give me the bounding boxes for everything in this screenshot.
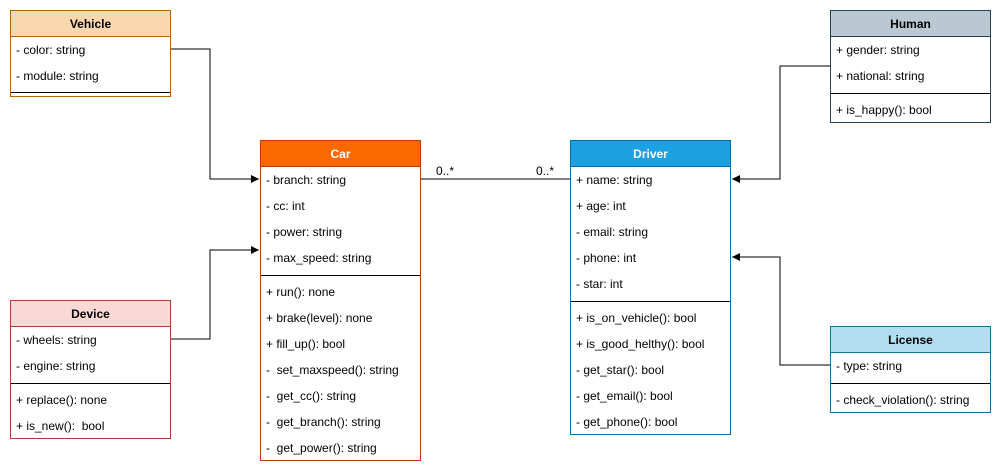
attribute-row: + age: int (576, 199, 626, 213)
vehicle-to-car-connector (171, 48, 259, 183)
human-to-driver-connector (732, 65, 830, 183)
attribute-row: - power: string (266, 225, 343, 239)
attribute-row: - type: string (836, 359, 903, 373)
method-row: - check_violation(): string (836, 393, 970, 407)
class-name: Human (890, 17, 931, 31)
method-row: + is_happy(): bool (836, 103, 932, 117)
method-row: - get_cc(): string (266, 389, 357, 403)
class-driver[interactable]: Driver + name: string + age: int - email… (570, 140, 731, 435)
method-row: - get_email(): bool (576, 389, 673, 403)
method-row: - get_star(): bool (576, 363, 665, 377)
compartment-divider (831, 89, 990, 97)
multiplicity-driver-side: 0..* (536, 164, 555, 178)
attribute-row: - phone: int (576, 251, 637, 265)
attribute-row: + gender: string (836, 43, 920, 57)
device-to-car-connector (171, 246, 259, 340)
attribute-row: - email: string (576, 225, 649, 239)
compartment-divider (11, 379, 170, 387)
method-row: - get_phone(): bool (576, 415, 678, 429)
license-to-driver-connector (732, 253, 830, 366)
class-header: Driver (571, 141, 730, 167)
method-row: - get_branch(): string (266, 415, 381, 429)
attribute-row: - max_speed: string (266, 251, 372, 265)
class-name: Car (330, 147, 351, 161)
compartment-divider (831, 379, 990, 387)
attribute-row: + national: string (836, 69, 925, 83)
class-name: Driver (633, 147, 668, 161)
compartment-divider (261, 271, 420, 279)
attribute-row: - star: int (576, 277, 623, 291)
class-human[interactable]: Human + gender: string + national: strin… (830, 10, 991, 123)
method-row: + replace(): none (16, 393, 108, 407)
multiplicity-car-side: 0..* (436, 164, 455, 178)
compartment-divider (571, 297, 730, 305)
class-vehicle[interactable]: Vehicle - color: string - module: string (10, 10, 171, 97)
class-name: Vehicle (69, 17, 112, 31)
class-header: Human (831, 11, 990, 37)
method-row: + is_good_helthy(): bool (576, 337, 705, 351)
class-device[interactable]: Device - wheels: string - engine: string… (10, 300, 171, 439)
attribute-row: - cc: int (266, 199, 305, 213)
method-row: + brake(level): none (266, 311, 373, 325)
class-license[interactable]: License - type: string - check_violation… (830, 326, 991, 413)
class-name: Device (71, 307, 110, 321)
class-header: Car (261, 141, 420, 167)
attribute-row: - wheels: string (16, 333, 97, 347)
attribute-row: + name: string (576, 173, 653, 187)
method-row: - set_maxspeed(): string (266, 363, 399, 377)
attribute-row: - engine: string (16, 359, 96, 373)
compartment-divider (11, 89, 170, 97)
method-row: + run(): none (266, 285, 336, 299)
class-car[interactable]: Car - branch: string - cc: int - power: … (260, 140, 421, 461)
attribute-row: - branch: string (266, 173, 347, 187)
method-row: + is_new(): bool (16, 419, 105, 433)
class-name: License (888, 333, 933, 347)
class-header: Vehicle (11, 11, 170, 37)
method-row: + is_on_vehicle(): bool (576, 311, 697, 325)
class-header: Device (11, 301, 170, 327)
method-row: + fill_up(): bool (266, 337, 346, 351)
attribute-row: - module: string (16, 69, 99, 83)
attribute-row: - color: string (16, 43, 86, 57)
class-header: License (831, 327, 990, 353)
method-row: - get_power(): string (266, 441, 377, 455)
